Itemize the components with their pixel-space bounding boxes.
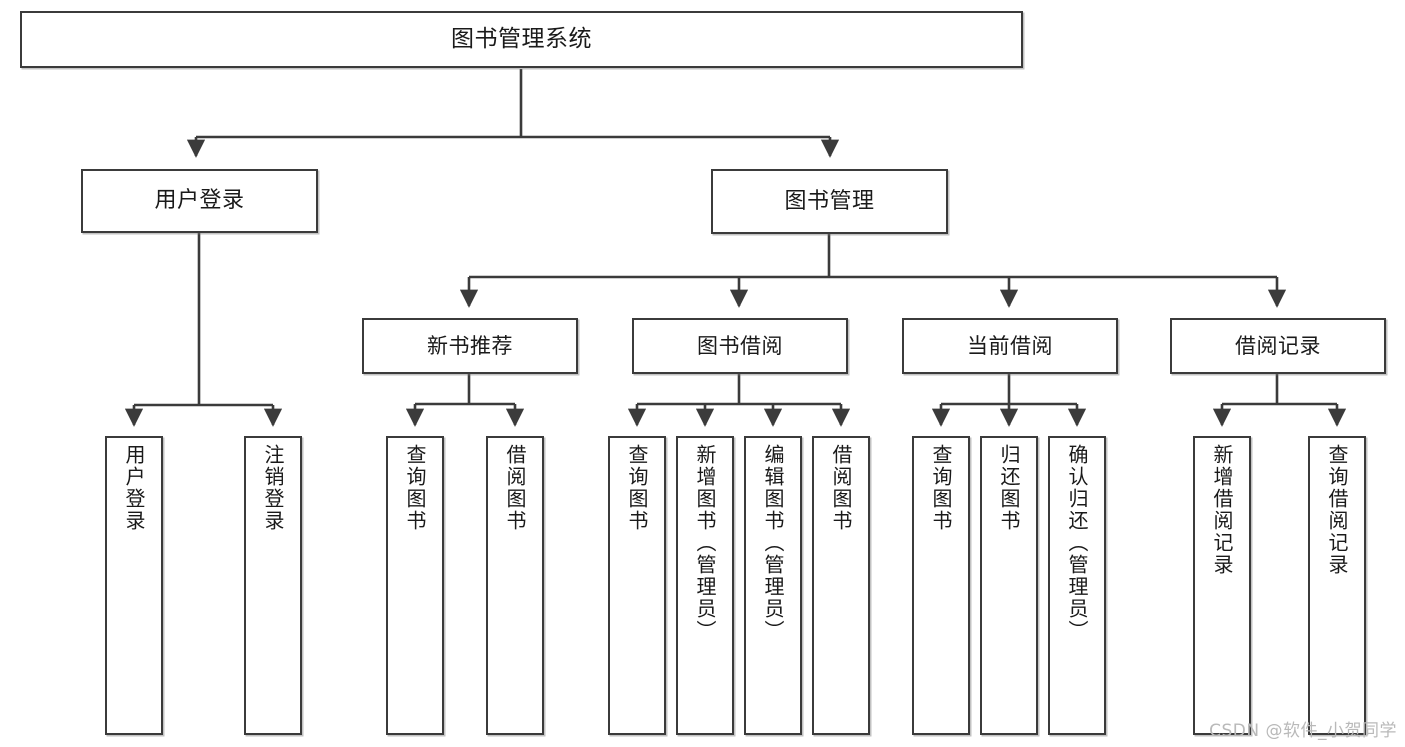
leaf-borrow-borrow-book[interactable]: 借阅图书: [812, 436, 870, 735]
leaf-current-confirm-return-label: 确认归还（管理员）: [1065, 444, 1089, 642]
node-root[interactable]: 图书管理系统: [20, 11, 1023, 68]
node-root-label: 图书管理系统: [451, 25, 592, 52]
node-user-login[interactable]: 用户登录: [81, 169, 318, 233]
leaf-borrow-query-book-label: 查询图书: [625, 444, 649, 532]
leaf-borrow-add-book-label: 新增图书（管理员）: [693, 444, 717, 642]
leaf-current-return-book-label: 归还图书: [997, 444, 1021, 532]
leaf-record-query[interactable]: 查询借阅记录: [1308, 436, 1366, 735]
leaf-logout-login[interactable]: 注销登录: [244, 436, 302, 735]
leaf-logout-login-label: 注销登录: [261, 444, 285, 532]
leaf-rec-borrow-book[interactable]: 借阅图书: [486, 436, 544, 735]
node-current-borrow-label: 当前借阅: [967, 333, 1053, 358]
csdn-watermark: CSDN @软件_小贺同学: [1209, 721, 1397, 741]
node-borrow-record[interactable]: 借阅记录: [1170, 318, 1386, 374]
leaf-user-login-label: 用户登录: [122, 444, 146, 532]
node-book-manage[interactable]: 图书管理: [711, 169, 948, 234]
node-book-manage-label: 图书管理: [784, 188, 875, 214]
leaf-current-query-book[interactable]: 查询图书: [912, 436, 970, 735]
leaf-current-query-book-label: 查询图书: [929, 444, 953, 532]
node-new-book-recommend-label: 新书推荐: [427, 333, 513, 358]
leaf-rec-query-book-label: 查询图书: [403, 444, 427, 532]
leaf-user-login[interactable]: 用户登录: [105, 436, 163, 735]
leaf-rec-borrow-book-label: 借阅图书: [503, 444, 527, 532]
leaf-borrow-query-book[interactable]: 查询图书: [608, 436, 666, 735]
leaf-record-add-label: 新增借阅记录: [1210, 444, 1234, 576]
node-current-borrow[interactable]: 当前借阅: [902, 318, 1118, 374]
node-new-book-recommend[interactable]: 新书推荐: [362, 318, 578, 374]
node-borrow-record-label: 借阅记录: [1235, 333, 1321, 358]
leaf-rec-query-book[interactable]: 查询图书: [386, 436, 444, 735]
leaf-borrow-borrow-book-label: 借阅图书: [829, 444, 853, 532]
node-user-login-label: 用户登录: [154, 188, 245, 214]
leaf-record-query-label: 查询借阅记录: [1325, 444, 1349, 576]
leaf-current-confirm-return[interactable]: 确认归还（管理员）: [1048, 436, 1106, 735]
leaf-borrow-add-book[interactable]: 新增图书（管理员）: [676, 436, 734, 735]
node-book-borrow-label: 图书借阅: [697, 333, 783, 358]
leaf-borrow-edit-book[interactable]: 编辑图书（管理员）: [744, 436, 802, 735]
leaf-borrow-edit-book-label: 编辑图书（管理员）: [761, 444, 785, 642]
node-book-borrow[interactable]: 图书借阅: [632, 318, 848, 374]
leaf-current-return-book[interactable]: 归还图书: [980, 436, 1038, 735]
leaf-record-add[interactable]: 新增借阅记录: [1193, 436, 1251, 735]
